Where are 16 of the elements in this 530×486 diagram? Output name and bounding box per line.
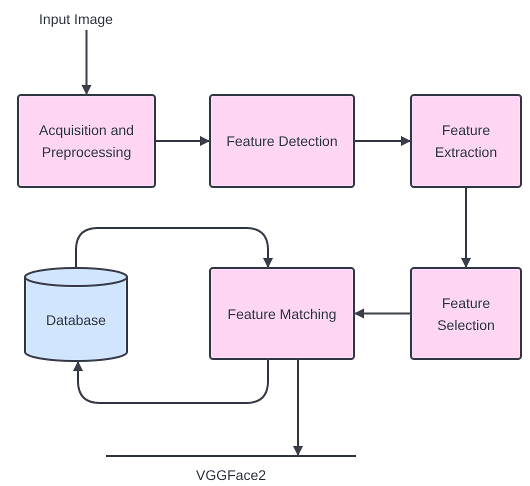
bar-label: VGGFace2 <box>196 467 266 483</box>
process-box: Feature Selection <box>410 267 522 360</box>
arrow <box>156 136 210 146</box>
process-box: Feature Detection <box>209 94 355 188</box>
arrow <box>73 360 269 404</box>
arrow <box>293 360 303 456</box>
database-cylinder: Database <box>24 267 128 362</box>
arrow <box>355 136 411 146</box>
input-label: Input Image <box>20 8 132 30</box>
arrow <box>354 308 410 318</box>
arrow <box>75 227 273 268</box>
arrow <box>461 188 471 268</box>
arrow <box>82 30 92 95</box>
process-box: Feature Extraction <box>410 94 522 188</box>
process-box: Acquisition and Preprocessing <box>17 94 156 188</box>
process-box: Feature Matching <box>209 267 355 360</box>
